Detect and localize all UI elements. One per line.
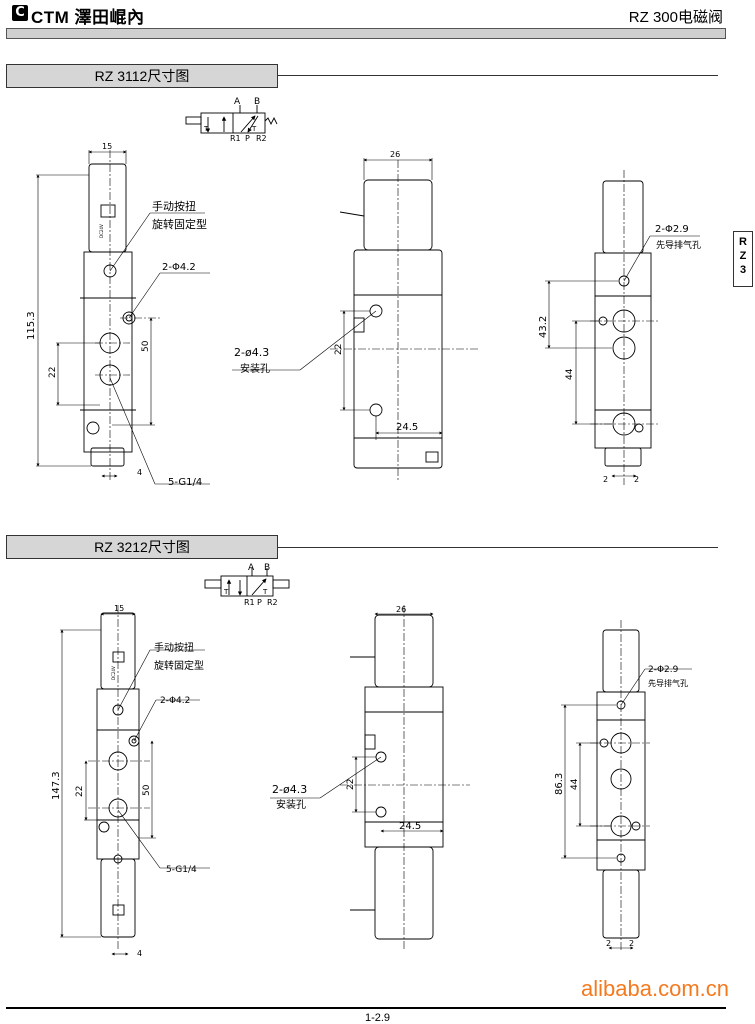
watermark-text: alibaba.com.cn	[581, 976, 729, 1001]
dim-label: 22	[346, 779, 356, 790]
dim-label: 15	[114, 604, 124, 613]
page-title: RZ 300电磁阀	[628, 9, 723, 26]
dim-label: 24.5	[396, 422, 418, 433]
mount-hole-caption: 安装孔	[240, 362, 270, 375]
port-a-label: A	[234, 97, 241, 107]
side-view-3112	[339, 179, 443, 469]
dim-label: 26	[390, 150, 400, 159]
mount-hole-label: 2-ø4.3	[272, 783, 307, 796]
section-rule-3212	[278, 547, 718, 548]
section-title-3112: RZ 3112尺寸图	[6, 64, 278, 88]
section-rule-3112	[278, 75, 718, 76]
page-header: C CTM 澤田崐內 RZ 300电磁阀	[0, 0, 755, 42]
mount-hole-caption: 安装孔	[276, 798, 306, 811]
section-title-3212: RZ 3212尺寸图	[6, 535, 278, 559]
dim-label: 86.3	[554, 773, 565, 795]
port-t-label: T	[223, 588, 229, 596]
port-p-label: P	[257, 598, 262, 607]
valve-symbol-3212	[204, 568, 290, 597]
brand-name: CTM 澤田崐內	[31, 8, 145, 27]
side-view-3212	[350, 614, 444, 940]
dim-label: 50	[142, 784, 152, 796]
valve-symbol-3112	[185, 105, 278, 134]
mount-hole-label: 2-ø4.3	[234, 346, 269, 359]
dim-label: 22	[75, 786, 85, 797]
side-tab-letter: R	[739, 236, 747, 248]
port-thread-label: 5-G1/4	[168, 477, 202, 488]
pilot-exhaust-label: 先导排气孔	[656, 239, 701, 251]
port-a-label: A	[248, 563, 255, 573]
manual-button-label: 手动按扭	[154, 641, 194, 654]
pilot-hole-label: 2-Φ2.9	[648, 665, 679, 675]
port-r2-label: R2	[256, 134, 267, 143]
port-t-label: T	[262, 588, 268, 596]
dim-label: 50	[141, 340, 151, 352]
side-tab-rz3: R Z 3	[733, 231, 753, 287]
dim-label: 22	[334, 344, 344, 355]
port-b-label: B	[254, 97, 260, 107]
port-b-label: B	[264, 563, 270, 573]
port-r1-label: R1	[230, 134, 241, 143]
port-r1-label: R1	[244, 598, 255, 607]
side-tab-letter: 3	[739, 264, 747, 276]
pilot-exhaust-label: 先导排气孔	[648, 678, 688, 688]
dim-label: 115.3	[26, 311, 37, 340]
port-t-label: T	[251, 125, 257, 133]
hole-label: 2-Φ4.2	[160, 696, 190, 706]
dim-label: 15	[102, 142, 112, 151]
dim-label: 2	[606, 939, 611, 948]
footer-rule	[6, 1007, 726, 1009]
dc24-label: DC24V	[111, 666, 116, 680]
port-p-label: P	[245, 134, 250, 143]
dim-label: 4	[137, 949, 142, 958]
manual-button-label: 手动按扭	[152, 199, 196, 213]
dim-label: 147.3	[51, 771, 62, 800]
side-tab-letter: Z	[739, 250, 747, 262]
port-thread-label: 5-G1/4	[166, 865, 197, 875]
rotary-lock-label: 旋转固定型	[154, 659, 204, 672]
port-r2-label: R2	[267, 598, 278, 607]
front-view-3112	[80, 163, 136, 467]
dim-label: 2	[634, 475, 639, 484]
dim-label: 4	[137, 468, 142, 477]
header-bar	[6, 28, 726, 39]
port-t-label: T	[203, 125, 209, 133]
dim-label: 2	[629, 939, 634, 948]
brand-logo-icon: C	[12, 5, 28, 21]
dim-label: 24.5	[399, 821, 421, 832]
rotary-lock-label: 旋转固定型	[152, 217, 207, 231]
dim-label: 2	[603, 475, 608, 484]
page-number: 1-2.9	[364, 1012, 391, 1024]
hole-label: 2-Φ4.2	[162, 262, 196, 273]
rear-view-3112	[594, 180, 652, 467]
dc24-label: DC24V	[99, 224, 104, 238]
dim-label: 22	[48, 367, 58, 378]
dim-label: 44	[565, 368, 575, 380]
dim-label: 43.2	[538, 316, 549, 338]
dim-label: 44	[570, 778, 580, 790]
pilot-hole-label: 2-Φ2.9	[655, 224, 689, 235]
dim-label: 26	[396, 605, 406, 614]
